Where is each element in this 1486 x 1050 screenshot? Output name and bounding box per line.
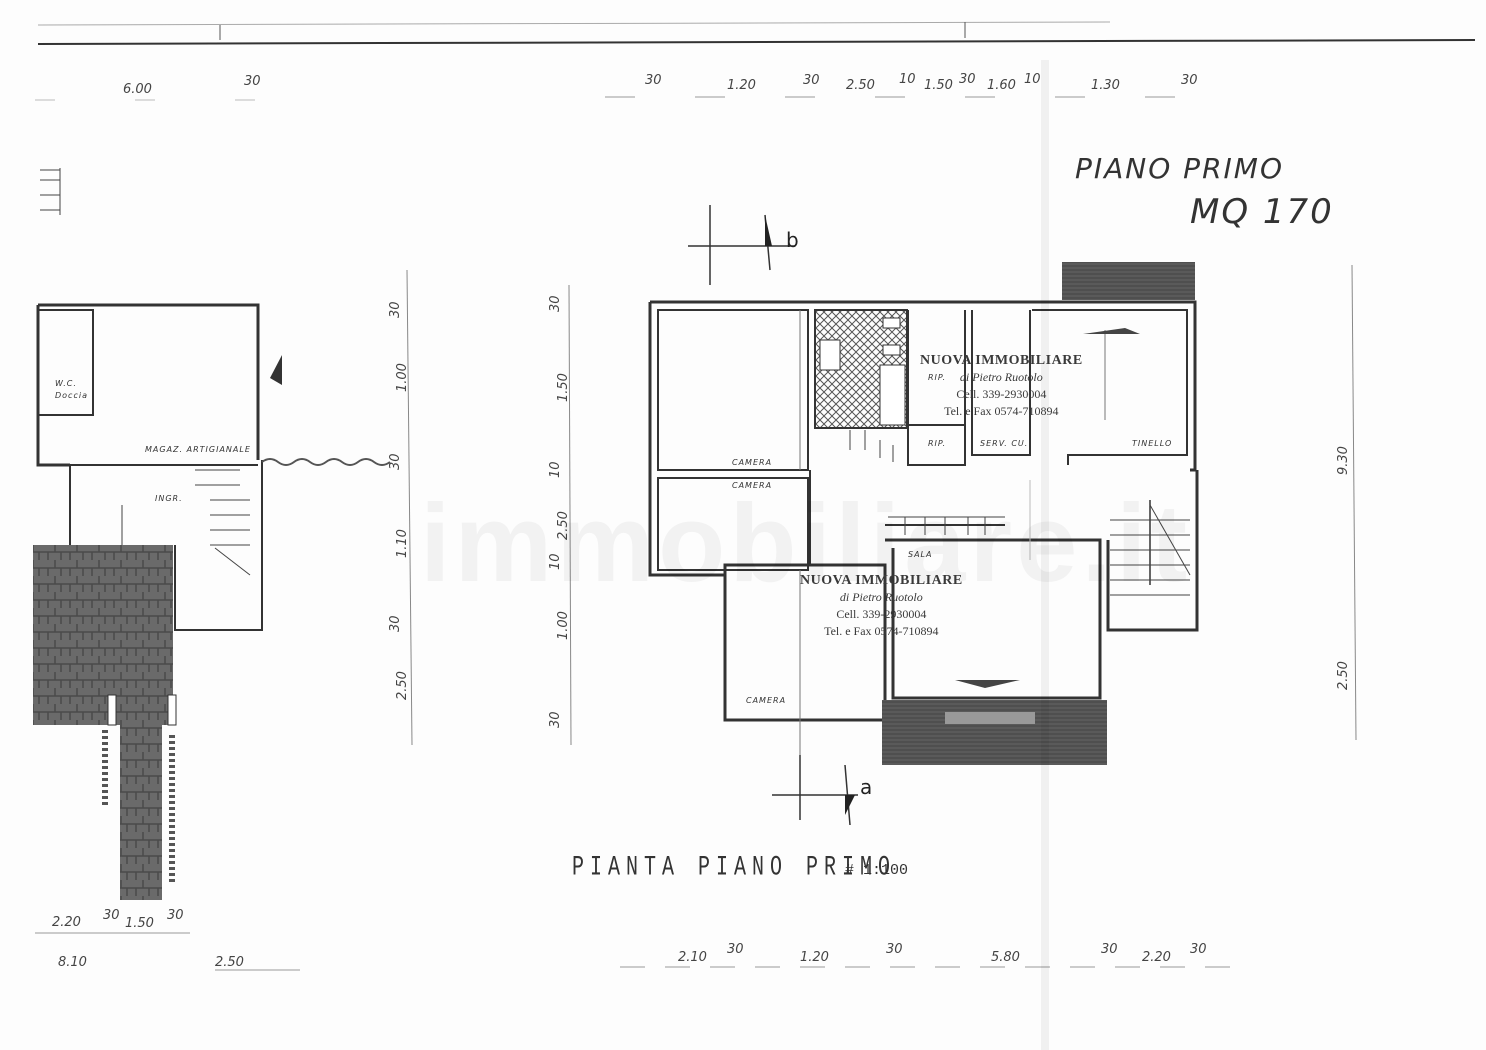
dim-top-left: 6.00 <box>123 82 152 97</box>
watermark: immobiliare.it <box>420 480 1191 607</box>
stamp-tel: Tel. e Fax 0574-710894 <box>824 624 939 638</box>
dim-top-main: 1.50 <box>924 78 953 93</box>
dim-vertical-b: 30 <box>548 295 563 312</box>
dim-top-main: 30 <box>645 73 662 88</box>
dim-top-main: 30 <box>1181 73 1198 88</box>
dim-vertical-right: 2.50 <box>1336 661 1351 690</box>
stamp-cell: Cell. 339-2930004 <box>956 387 1047 401</box>
dim-bottom-main: 30 <box>886 942 903 957</box>
dim-vertical-right: 9.30 <box>1336 446 1351 475</box>
room-label-ingresso: INGR. <box>155 494 183 503</box>
dim-top-left: 30 <box>244 74 261 89</box>
dim-bottom-main: 30 <box>1190 942 1207 957</box>
dim-top-main: 30 <box>803 73 820 88</box>
dim-vertical-b: 1.00 <box>556 611 571 640</box>
room-label-camera-1: CAMERA <box>732 458 773 467</box>
dim-top-main: 1.60 <box>987 78 1016 93</box>
floor-title-handwritten: PIANO PRIMO <box>1075 152 1284 185</box>
room-label-serv-cu: SERV. CU. <box>980 439 1029 448</box>
dim-bottom-left: 30 <box>167 908 184 923</box>
room-label-tinello: TINELLO <box>1132 439 1173 448</box>
dim-vertical-a: 1.10 <box>395 529 410 558</box>
stamp-agency-name: NUOVA IMMOBILIARE <box>920 353 1083 368</box>
dim-bottom-left: 1.50 <box>125 916 154 931</box>
stamp-tel: Tel. e Fax 0574-710894 <box>944 404 1059 418</box>
room-label-rip-1: RIP. <box>928 373 947 382</box>
agency-stamp-2: NUOVA IMMOBILIARE di Pietro Ruotolo Cell… <box>800 572 963 640</box>
dim-vertical-b: 30 <box>548 711 563 728</box>
area-handwritten: MQ 170 <box>1190 192 1334 232</box>
dim-bottom-main: 30 <box>727 942 744 957</box>
dim-top-main: 2.50 <box>846 78 875 93</box>
dim-vertical-a: 30 <box>388 453 403 470</box>
agency-stamp-1: NUOVA IMMOBILIARE di Pietro Ruotolo Cell… <box>920 352 1083 420</box>
plan-title: PIANTA PIANO PRIMO <box>572 852 897 885</box>
dim-bottom-main: 2.20 <box>1142 950 1171 965</box>
dim-vertical-a: 30 <box>388 615 403 632</box>
room-label-rip-2: RIP. <box>928 439 947 448</box>
dim-bottom-main: 30 <box>1101 942 1118 957</box>
dim-bottom-main: 1.20 <box>800 950 829 965</box>
stamp-cell: Cell. 339-2930004 <box>836 607 927 621</box>
dim-top-main: 30 <box>959 72 976 87</box>
dim-top-main: 10 <box>1024 72 1041 87</box>
dim-bottom-main: 5.80 <box>991 950 1020 965</box>
dim-top-main: 1.30 <box>1091 78 1120 93</box>
dim-bottom-left: 2.50 <box>215 955 244 970</box>
room-label-sala: SALA <box>908 550 933 559</box>
dim-vertical-a: 30 <box>388 301 403 318</box>
dim-bottom-left: 8.10 <box>58 955 87 970</box>
dim-top-main: 1.20 <box>727 78 756 93</box>
room-label-camera-2: CAMERA <box>732 481 773 490</box>
room-label-magazzino: MAGAZ. ARTIGIANALE <box>145 445 251 454</box>
plan-scale: # 1:100 <box>845 862 909 879</box>
room-label-wc-doccia: W.C. Doccia <box>55 379 88 400</box>
dim-vertical-a: 1.00 <box>395 363 410 392</box>
dim-bottom-left: 2.20 <box>52 915 81 930</box>
dim-vertical-a: 2.50 <box>395 671 410 700</box>
stamp-owner: di Pietro Ruotolo <box>959 370 1043 384</box>
dim-vertical-b: 10 <box>548 553 563 570</box>
dim-bottom-left: 30 <box>103 908 120 923</box>
dim-top-main: 10 <box>899 72 916 87</box>
dim-bottom-main: 2.10 <box>678 950 707 965</box>
stamp-agency-name: NUOVA IMMOBILIARE <box>800 573 963 588</box>
dim-vertical-b: 10 <box>548 461 563 478</box>
stamp-owner: di Pietro Ruotolo <box>839 590 923 604</box>
dim-vertical-b: 2.50 <box>556 511 571 540</box>
room-label-camera-3: CAMERA <box>746 696 787 705</box>
section-mark-b: b <box>786 228 799 252</box>
section-mark-a: a <box>860 775 873 799</box>
dim-vertical-b: 1.50 <box>556 373 571 402</box>
